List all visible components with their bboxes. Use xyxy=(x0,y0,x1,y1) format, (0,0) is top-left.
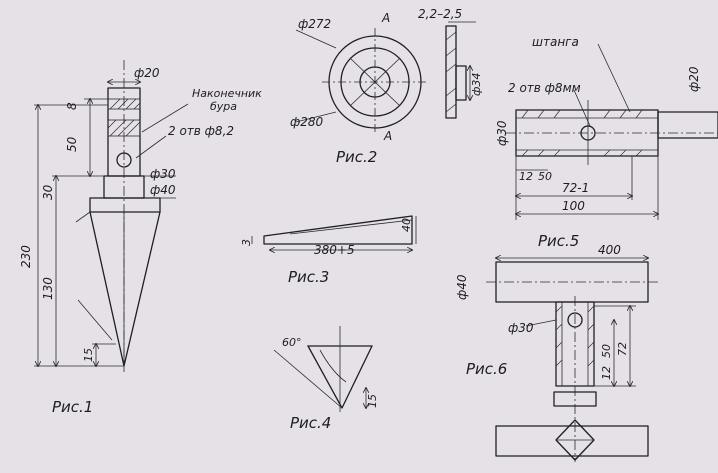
dim-h30: 30 xyxy=(41,184,55,200)
caption-fig5: Рис.5 xyxy=(538,232,579,250)
cone xyxy=(89,211,161,367)
dim-l72: 72-1 xyxy=(562,181,589,195)
dim-h50-fig6: 50 xyxy=(600,344,613,358)
dim-d280: ф280 xyxy=(290,115,324,129)
figure-1-drill-tip: ф20 8 50 30 230 130 15 ф30 ф40 Наконечни… xyxy=(19,60,262,416)
figure-6-handle: 400 ф40 ф30 12 50 72 Рис.6 xyxy=(455,243,660,462)
dim-h40: 40 xyxy=(400,218,413,232)
dim-h72: 72 xyxy=(616,342,629,356)
lower-diamond xyxy=(555,419,595,461)
lower-bar xyxy=(495,425,649,457)
dim-h12: 12 xyxy=(600,366,613,380)
dim-l400: 400 xyxy=(598,243,621,257)
blade-outline xyxy=(263,215,413,245)
caption-fig2: Рис.2 xyxy=(336,148,377,166)
cone-shading xyxy=(75,211,113,341)
dim-h50: 50 xyxy=(65,136,79,152)
dim-d30: ф30 xyxy=(150,167,176,181)
figure-4-cone: 60° 15 Рис.4 xyxy=(273,326,379,432)
label-holes-fig5: 2 отв ф8мм xyxy=(508,81,581,95)
caption-fig1: Рис.1 xyxy=(52,398,93,416)
dim-d34: ф34 xyxy=(470,73,483,96)
section-mark-bottom: А xyxy=(383,129,392,143)
dim-h15: 15 xyxy=(82,348,95,362)
caption-fig6: Рис.6 xyxy=(466,360,507,378)
dim-d272: ф272 xyxy=(298,17,331,31)
dim-angle: 60° xyxy=(282,336,302,349)
caption-fig4: Рис.4 xyxy=(290,414,331,432)
disc-section xyxy=(445,25,457,119)
dim-h15-fig4: 15 xyxy=(366,394,379,408)
label-tip-line1: Наконечник xyxy=(192,87,262,100)
label-tip-line2: бура xyxy=(210,100,237,113)
dim-h3: 3 xyxy=(240,239,253,246)
cone-base xyxy=(89,197,161,213)
dim-d20-fig5: ф20 xyxy=(687,66,701,92)
label-holes: 2 отв ф8,2 xyxy=(168,124,234,138)
dim-d40-fig6: ф40 xyxy=(455,274,469,300)
rod-outline xyxy=(657,111,718,139)
dim-h230: 230 xyxy=(19,245,33,268)
disc-section-hub xyxy=(455,65,467,101)
figure-5-rod: штанга 2 отв ф8мм ф30 ф20 12 50 72-1 100… xyxy=(495,35,718,250)
dim-a50: 50 xyxy=(538,170,552,183)
dim-d20: ф20 xyxy=(134,66,160,80)
figure-2-disc: ф272 ф280 А А 2,2–2,5 ф34 Рис.2 xyxy=(290,7,483,166)
figure-3-blade: 380+5 40 3 Рис.3 xyxy=(240,215,417,286)
dim-thickness: 2,2–2,5 xyxy=(418,7,462,21)
label-rod: штанга xyxy=(532,35,579,49)
caption-fig3: Рис.3 xyxy=(288,268,329,286)
dim-l100: 100 xyxy=(562,199,585,213)
dim-a12: 12 xyxy=(519,170,533,183)
section-mark-top: А xyxy=(381,11,390,25)
dim-d30-fig5: ф30 xyxy=(495,120,509,146)
dim-d30-fig6: ф30 xyxy=(508,321,534,335)
dim-h8: 8 xyxy=(65,102,79,110)
dim-d40: ф40 xyxy=(150,183,176,197)
dim-length: 380+5 xyxy=(314,243,355,257)
dim-h130: 130 xyxy=(41,277,55,300)
lower-collar xyxy=(553,391,597,407)
